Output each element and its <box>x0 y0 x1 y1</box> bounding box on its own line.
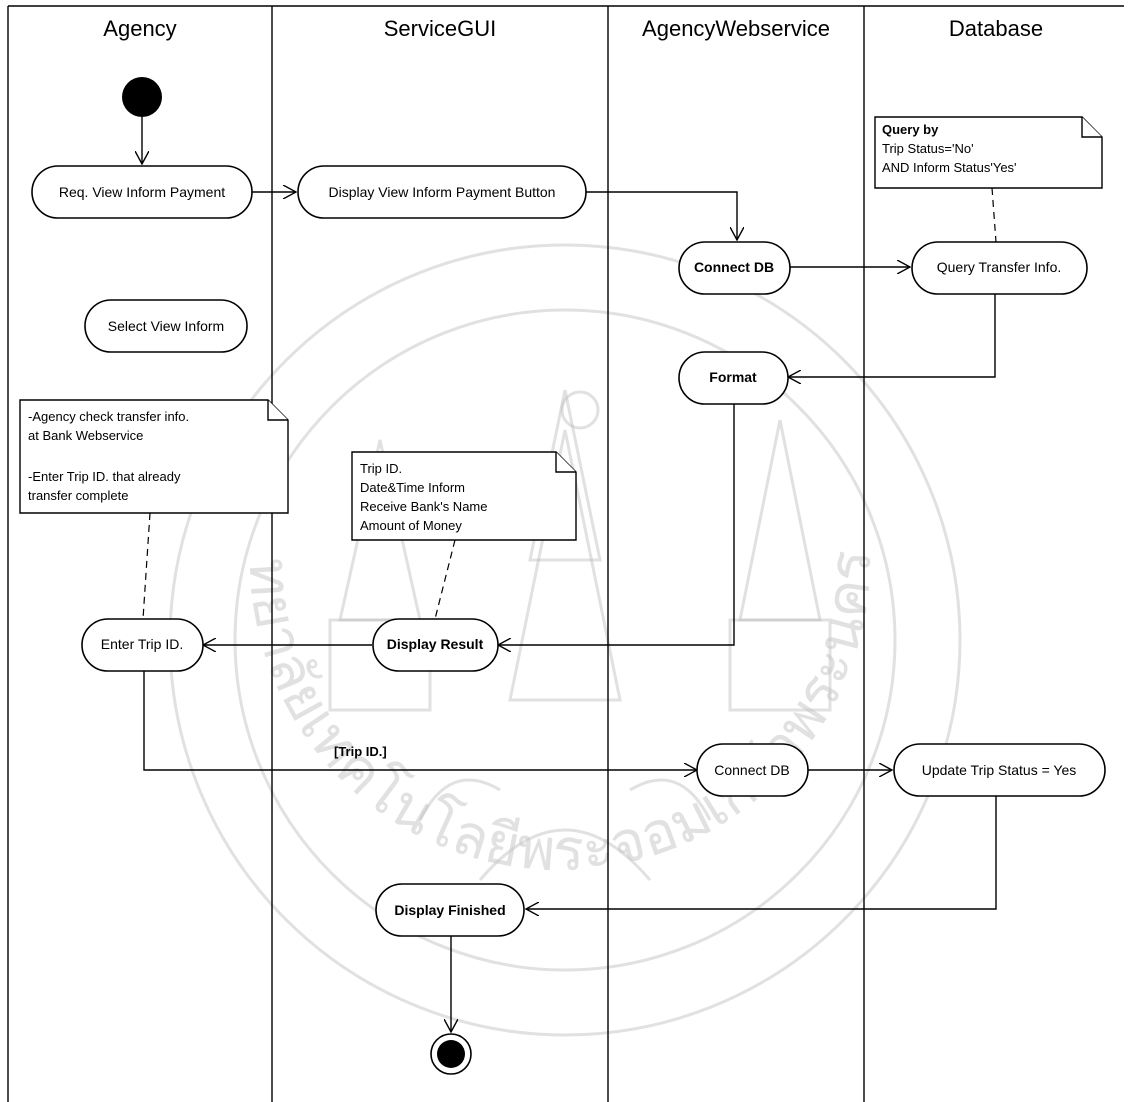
lane-title-agencywebservice: AgencyWebservice <box>642 16 830 41</box>
svg-text:transfer complete: transfer complete <box>28 488 128 503</box>
svg-text:Query by: Query by <box>882 122 939 137</box>
svg-text:Trip Status='No': Trip Status='No' <box>882 141 974 156</box>
svg-text:Trip ID.: Trip ID. <box>360 461 402 476</box>
action-display-view-inform-payment-button: Display View Inform Payment Button <box>297 165 587 219</box>
note-query-condition: Query by Trip Status='No' AND Inform Sta… <box>874 116 1103 189</box>
svg-text:Amount of Money: Amount of Money <box>360 518 462 533</box>
svg-text:Format: Format <box>709 369 757 385</box>
lane-title-database: Database <box>949 16 1043 41</box>
svg-text:Update Trip Status = Yes: Update Trip Status = Yes <box>922 762 1077 778</box>
svg-text:Display View Inform Payment Bu: Display View Inform Payment Button <box>329 184 556 200</box>
note-link-query <box>991 187 997 243</box>
svg-text:Receive Bank's Name: Receive Bank's Name <box>360 499 487 514</box>
initial-node <box>122 77 162 117</box>
action-enter-trip-id: Enter Trip ID. <box>81 618 204 672</box>
action-select-view-inform: Select View Inform <box>84 299 248 353</box>
flow-update-to-finished <box>526 796 997 909</box>
action-connect-db-1: Connect DB <box>678 241 791 295</box>
svg-text:Display Finished: Display Finished <box>394 902 505 918</box>
action-display-result: Display Result <box>372 618 499 672</box>
swimlane-frame <box>7 5 1124 1102</box>
svg-text:Query Transfer Info.: Query Transfer Info. <box>937 259 1062 275</box>
final-node <box>430 1033 472 1075</box>
note-result-fields: Trip ID. Date&Time Inform Receive Bank's… <box>351 451 577 541</box>
action-format: Format <box>678 351 789 405</box>
svg-text:AND Inform Status'Yes': AND Inform Status'Yes' <box>882 160 1017 175</box>
action-update-trip-status: Update Trip Status = Yes <box>893 743 1106 797</box>
note-agency-instructions: -Agency check transfer info. at Bank Web… <box>19 399 289 514</box>
svg-text:Date&Time Inform: Date&Time Inform <box>360 480 465 495</box>
svg-text:Enter Trip ID.: Enter Trip ID. <box>101 636 183 652</box>
flow-enter-trip-to-connect-db <box>143 671 697 770</box>
svg-text:-Enter Trip ID. that already: -Enter Trip ID. that already <box>28 469 181 484</box>
svg-text:Connect DB: Connect DB <box>694 259 774 275</box>
lane-title-servicegui: ServiceGUI <box>384 16 496 41</box>
action-display-finished: Display Finished <box>375 883 525 937</box>
note-link-result <box>434 539 456 620</box>
svg-text:at Bank Webservice: at Bank Webservice <box>28 428 143 443</box>
svg-text:-Agency check transfer info.: -Agency check transfer info. <box>28 409 189 424</box>
action-query-transfer-info: Query Transfer Info. <box>911 241 1088 295</box>
note-link-agency <box>142 512 151 620</box>
flow-query-to-format <box>788 293 996 377</box>
action-connect-db-2: Connect DB <box>696 743 809 797</box>
svg-text:Display Result: Display Result <box>387 636 484 652</box>
lane-title-agency: Agency <box>103 16 176 41</box>
flow-button-to-connect-db <box>586 191 737 240</box>
guard-label: [Trip ID.] <box>334 744 387 759</box>
svg-text:Connect DB: Connect DB <box>714 762 789 778</box>
action-req-view-inform-payment: Req. View Inform Payment <box>31 165 253 219</box>
svg-text:Select View Inform: Select View Inform <box>108 318 224 334</box>
svg-text:Req. View Inform Payment: Req. View Inform Payment <box>59 184 225 200</box>
flow-format-to-display-result <box>498 403 735 645</box>
